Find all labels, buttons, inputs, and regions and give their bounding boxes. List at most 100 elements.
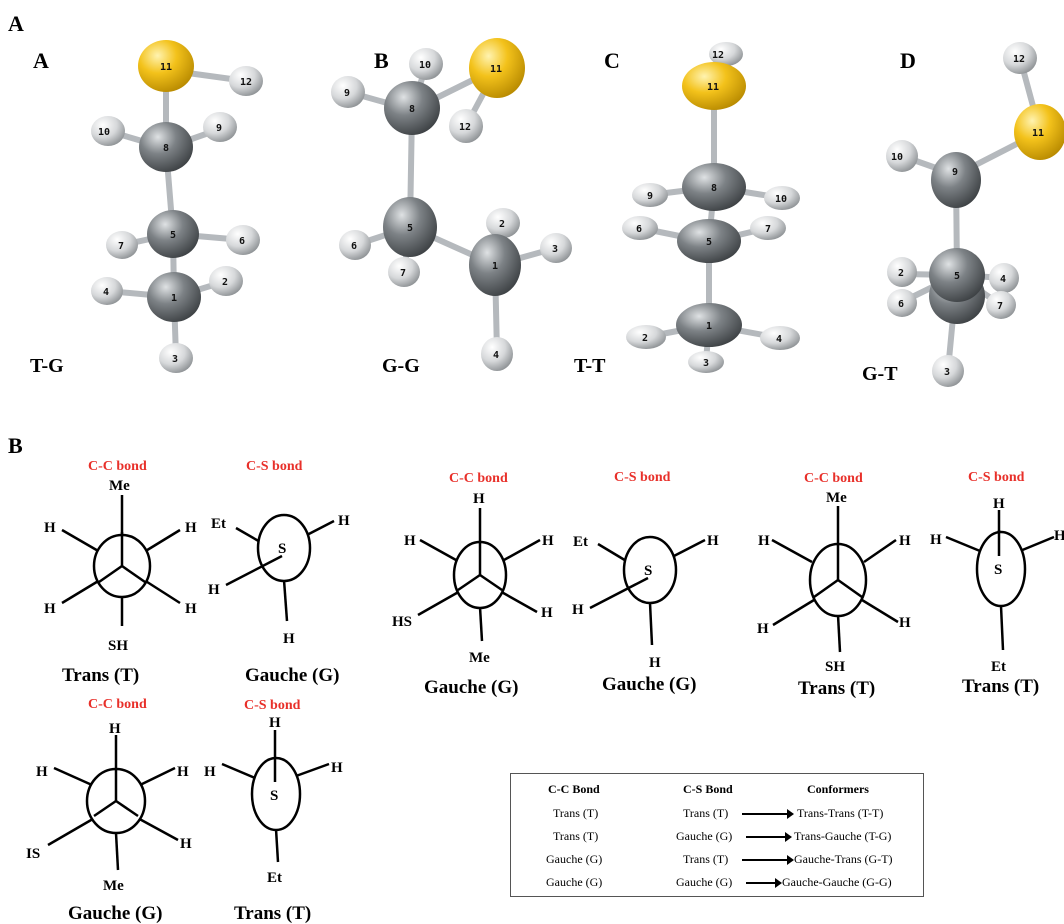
svg-text:H: H (204, 764, 216, 780)
svg-text:C-C bond: C-C bond (804, 471, 863, 486)
svg-text:11: 11 (1032, 128, 1044, 139)
svg-text:Gauche (G): Gauche (G) (424, 677, 518, 698)
sulfur-atom (469, 38, 525, 98)
arrow-icon (742, 855, 794, 865)
svg-text:Gauche (G): Gauche (G) (602, 674, 696, 695)
bond-title-cc: C-C bond (88, 459, 147, 474)
svg-text:H: H (572, 602, 584, 618)
atoms-d (886, 42, 1064, 387)
svg-text:9: 9 (952, 167, 958, 178)
svg-text:7: 7 (997, 301, 1003, 312)
caption-trans: Trans (T) (62, 665, 139, 686)
svg-text:H: H (930, 532, 942, 548)
svg-text:H: H (542, 533, 554, 549)
svg-text:6: 6 (351, 241, 357, 252)
caption-gauche: Gauche (G) (245, 665, 339, 686)
svg-text:Me: Me (469, 650, 490, 666)
svg-text:1: 1 (492, 261, 498, 272)
svg-text:9: 9 (216, 123, 222, 134)
structure-d: D 12 11 10 9 2 4 6 7 5 3 (862, 42, 1064, 387)
arrow-icon (746, 832, 792, 842)
structure-c-letter: C (604, 48, 620, 73)
svg-text:9: 9 (647, 191, 653, 202)
svg-text:H: H (177, 764, 189, 780)
sulfur-atom (682, 62, 746, 110)
svg-text:S: S (270, 788, 278, 804)
newman-cc-trans-1: C-C bond (61, 459, 181, 626)
svg-text:H: H (109, 721, 121, 737)
conformer-label-tg: T-G (30, 355, 64, 377)
svg-text:3: 3 (944, 367, 950, 378)
svg-text:H: H (649, 655, 661, 671)
svg-text:7: 7 (400, 268, 406, 279)
conformer-label-gg: G-G (382, 355, 420, 377)
structure-a: A 11 12 10 9 8 7 6 5 (30, 40, 263, 377)
svg-text:12: 12 (459, 122, 471, 133)
legend-row: Trans (T) Gauche (G) Trans-Gauche (T-G) (553, 829, 892, 843)
newman-cs-gauche-2: C-S bond (589, 470, 706, 646)
svg-text:5: 5 (706, 237, 712, 248)
svg-text:3: 3 (703, 358, 709, 369)
atoms-c (622, 42, 800, 373)
svg-text:7: 7 (765, 224, 771, 235)
svg-text:C-S bond: C-S bond (614, 470, 671, 485)
svg-text:11: 11 (707, 82, 719, 93)
svg-text:H: H (338, 513, 350, 529)
atoms-b (331, 38, 572, 371)
svg-text:9: 9 (344, 88, 350, 99)
conformer-label-gt: G-T (862, 363, 898, 385)
svg-text:5: 5 (407, 223, 413, 234)
svg-text:C-C bond: C-C bond (449, 471, 508, 486)
svg-text:H: H (899, 533, 911, 549)
svg-text:12: 12 (712, 50, 724, 61)
atoms-a (91, 40, 263, 373)
svg-text:6: 6 (898, 299, 904, 310)
svg-text:Trans (T): Trans (T) (234, 903, 311, 924)
svg-text:H: H (185, 520, 197, 536)
svg-text:3: 3 (172, 354, 178, 365)
svg-text:Gauche (G): Gauche (G) (68, 903, 162, 924)
legend-row: Gauche (G) Trans (T) Gauche-Trans (G-T) (546, 852, 893, 866)
arrow-icon (742, 809, 794, 819)
svg-text:4: 4 (1000, 274, 1006, 285)
svg-text:10: 10 (891, 152, 903, 163)
svg-text:2: 2 (898, 268, 904, 279)
svg-text:Trans (T): Trans (T) (962, 676, 1039, 697)
svg-text:C-S bond: C-S bond (244, 698, 301, 713)
svg-text:Trans (T): Trans (T) (798, 678, 875, 699)
svg-text:H: H (283, 631, 295, 647)
svg-text:H: H (44, 520, 56, 536)
svg-text:S: S (994, 562, 1002, 578)
svg-text:5: 5 (170, 230, 176, 241)
svg-text:6: 6 (636, 224, 642, 235)
svg-text:C-C bond: C-C bond (88, 697, 147, 712)
svg-text:3: 3 (552, 244, 558, 255)
structure-d-letter: D (900, 48, 916, 73)
svg-text:H: H (208, 582, 220, 598)
svg-text:4: 4 (493, 350, 499, 361)
svg-text:12: 12 (1013, 54, 1025, 65)
svg-text:H: H (707, 533, 719, 549)
conformer-label-tt: T-T (574, 355, 606, 377)
svg-text:Me: Me (826, 490, 847, 506)
svg-text:H: H (44, 601, 56, 617)
svg-text:H: H (185, 601, 197, 617)
svg-text:H: H (473, 491, 485, 507)
legend-header-row: C-C Bond C-S Bond Conformers (511, 782, 923, 802)
svg-text:SH: SH (825, 659, 845, 675)
svg-text:5: 5 (954, 271, 960, 282)
arrow-icon (746, 878, 782, 888)
svg-text:H: H (541, 605, 553, 621)
svg-text:1: 1 (706, 321, 712, 332)
svg-text:6: 6 (239, 236, 245, 247)
svg-text:2: 2 (499, 219, 505, 230)
svg-text:10: 10 (98, 127, 110, 138)
newman-cs-trans-1: C-S bond (945, 470, 1055, 651)
svg-text:12: 12 (240, 77, 252, 88)
svg-text:H: H (269, 715, 281, 731)
svg-text:H: H (404, 533, 416, 549)
structure-b-letter: B (374, 48, 389, 73)
svg-text:S: S (278, 541, 286, 557)
sulfur-atom (1014, 104, 1064, 160)
